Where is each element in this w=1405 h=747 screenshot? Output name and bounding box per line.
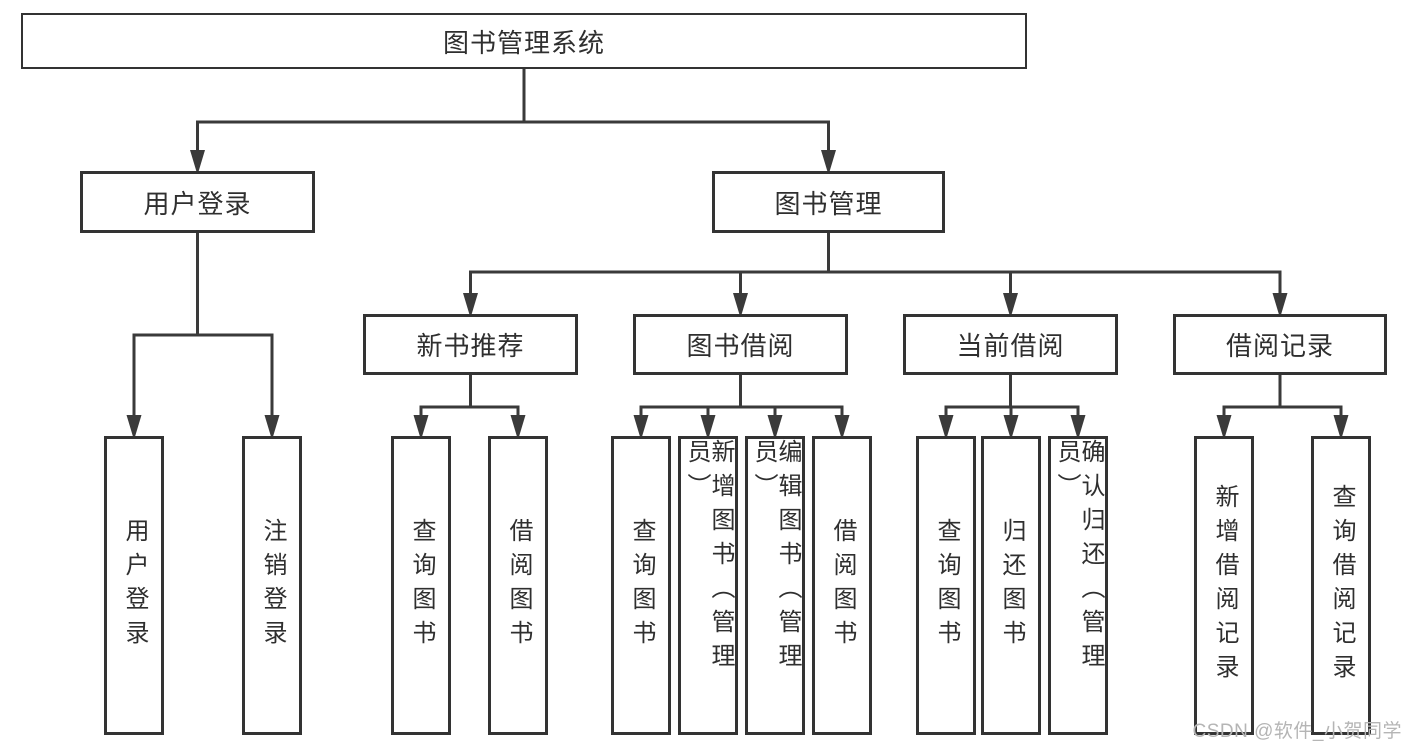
arrowhead (1003, 293, 1018, 318)
watermark: CSDN @软件_小贺同学 (1192, 721, 1402, 742)
node-label: 用户登录 (121, 517, 148, 654)
arrowhead (126, 415, 142, 440)
arrowhead (821, 150, 836, 175)
node-log-add: 新增借阅记录 (1194, 436, 1254, 735)
node-label: 查询图书 (933, 517, 960, 654)
node-user-login: 用户登录 (80, 171, 315, 233)
arrowhead (938, 415, 954, 440)
node-label: 新增图书（管理员） (683, 439, 734, 677)
arrowhead (1003, 415, 1019, 440)
node-bor-edit: 编辑图书（管理员） (745, 436, 805, 735)
node-book-mgmt: 图书管理 (712, 171, 945, 233)
node-label: 借阅记录 (1225, 331, 1334, 361)
arrowhead (834, 415, 850, 440)
node-label: 查询图书 (628, 517, 655, 654)
node-label: 用户登录 (143, 188, 252, 219)
node-label: 确认归还（管理员） (1053, 439, 1104, 677)
arrowhead (767, 415, 783, 440)
arrowhead (1272, 293, 1288, 318)
node-label: 注销登录 (259, 517, 286, 654)
node-book-borrow: 图书借阅 (633, 314, 848, 375)
node-cur-confirm: 确认归还（管理员） (1048, 436, 1108, 735)
arrowhead (733, 293, 748, 318)
node-cur-borrow: 当前借阅 (903, 314, 1118, 375)
node-label: 借阅图书 (829, 517, 856, 654)
arrowhead (413, 415, 429, 440)
node-new-rec: 新书推荐 (363, 314, 578, 375)
arrowhead (700, 415, 716, 440)
arrowhead (190, 150, 205, 175)
arrowhead (510, 415, 526, 440)
node-label: 查询图书 (408, 517, 435, 654)
arrowhead (264, 415, 280, 440)
node-rec-borrow: 借阅图书 (488, 436, 548, 735)
node-label: 归还图书 (998, 517, 1025, 654)
node-root: 图书管理系统 (21, 13, 1027, 69)
node-leaf-logout: 注销登录 (242, 436, 302, 735)
node-leaf-login: 用户登录 (104, 436, 164, 735)
arrowhead (1070, 415, 1086, 440)
node-rec-query: 查询图书 (391, 436, 451, 735)
node-log-query: 查询借阅记录 (1311, 436, 1371, 735)
node-label: 图书借阅 (686, 331, 795, 361)
node-label: 新书推荐 (416, 331, 525, 361)
node-cur-return: 归还图书 (981, 436, 1041, 735)
node-bor-add: 新增图书（管理员） (678, 436, 738, 735)
node-label: 新增借阅记录 (1211, 483, 1238, 688)
node-cur-query: 查询图书 (916, 436, 976, 735)
arrowhead (463, 293, 478, 318)
node-label: 当前借阅 (956, 331, 1065, 361)
arrowhead (1216, 415, 1232, 440)
node-bor-query: 查询图书 (611, 436, 671, 735)
node-bor-lend: 借阅图书 (812, 436, 872, 735)
node-label: 查询借阅记录 (1328, 483, 1355, 688)
node-label: 图书管理系统 (442, 27, 605, 58)
arrowhead (633, 415, 649, 440)
node-borrow-record: 借阅记录 (1173, 314, 1387, 375)
arrowhead (1333, 415, 1349, 440)
node-label: 借阅图书 (505, 517, 532, 654)
node-label: 图书管理 (774, 188, 883, 219)
node-label: 编辑图书（管理员） (750, 439, 801, 677)
